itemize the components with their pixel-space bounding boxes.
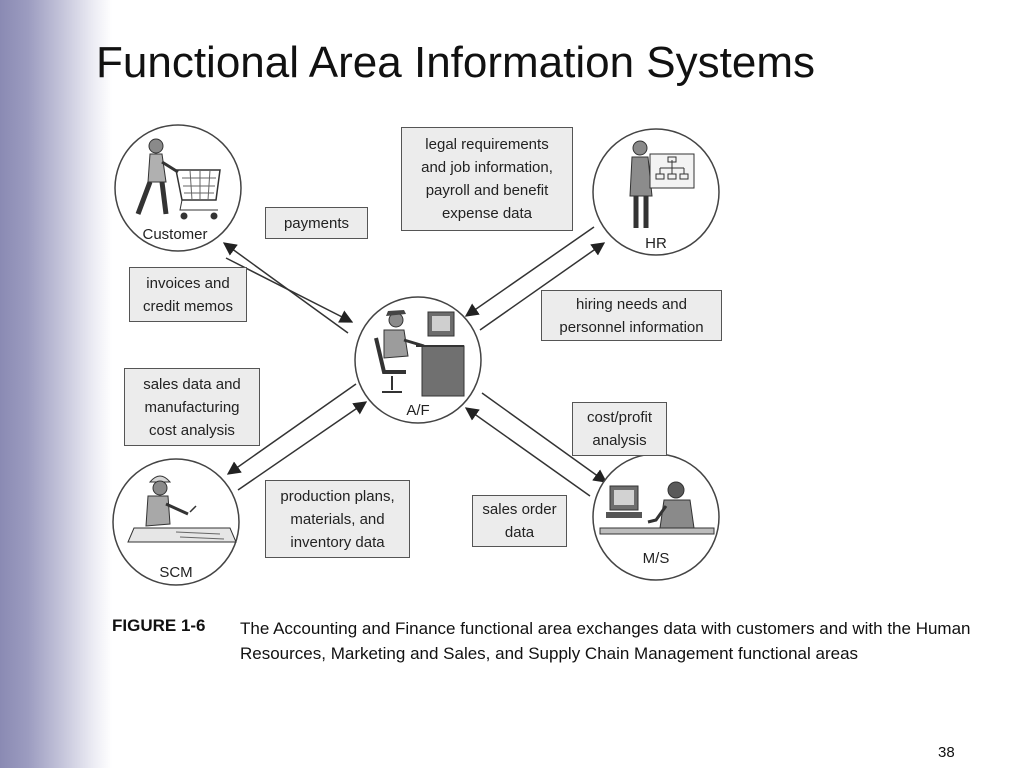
scm-node: SCM — [112, 458, 240, 586]
sales-data-label-box: sales data and manufacturing cost analys… — [124, 368, 260, 446]
arrow-af-to-scm — [226, 383, 357, 475]
hiring-needs-label-box: hiring needs and personnel information — [541, 290, 722, 341]
hr-node: HR — [592, 128, 720, 256]
arrow-hr-to-af — [464, 226, 595, 317]
customer-node: Customer — [114, 124, 242, 252]
arrow-af-to-ms — [481, 392, 608, 483]
salesperson-on-phone-icon — [599, 481, 715, 535]
hr-label: HR — [645, 235, 667, 252]
arrow-customer-to-af — [225, 257, 354, 323]
figure-caption-label: FIGURE 1-6 — [112, 616, 206, 635]
cost-profit-label-box: cost/profit analysis — [572, 402, 667, 456]
page-number: 38 — [938, 744, 955, 761]
sales-order-label-box: sales order data — [472, 495, 567, 547]
arrow-scm-to-af — [237, 401, 368, 491]
arrow-ms-to-af — [464, 407, 591, 497]
scm-label: SCM — [159, 564, 192, 581]
side-gradient-band — [0, 0, 112, 768]
shopper-with-cart-icon — [135, 138, 221, 220]
af-node: A/F — [354, 296, 482, 424]
payments-label-box: payments — [265, 207, 368, 239]
ms-label: M/S — [643, 550, 670, 567]
invoices-label-box: invoices and credit memos — [129, 267, 247, 322]
arrow-af-to-hr — [479, 242, 606, 331]
customer-label: Customer — [142, 226, 207, 243]
ms-node: M/S — [592, 453, 720, 581]
slide-title: Functional Area Information Systems — [96, 38, 815, 87]
worker-with-hardhat-icon — [127, 475, 237, 543]
production-plans-label-box: production plans, materials, and invento… — [265, 480, 410, 558]
af-label: A/F — [406, 402, 429, 419]
presenter-with-org-chart-icon — [629, 140, 695, 228]
accountant-at-computer-icon — [374, 310, 465, 397]
figure-caption-text: The Accounting and Finance functional ar… — [240, 619, 971, 663]
legal-requirements-label-box: legal requirements and job information, … — [401, 127, 573, 231]
